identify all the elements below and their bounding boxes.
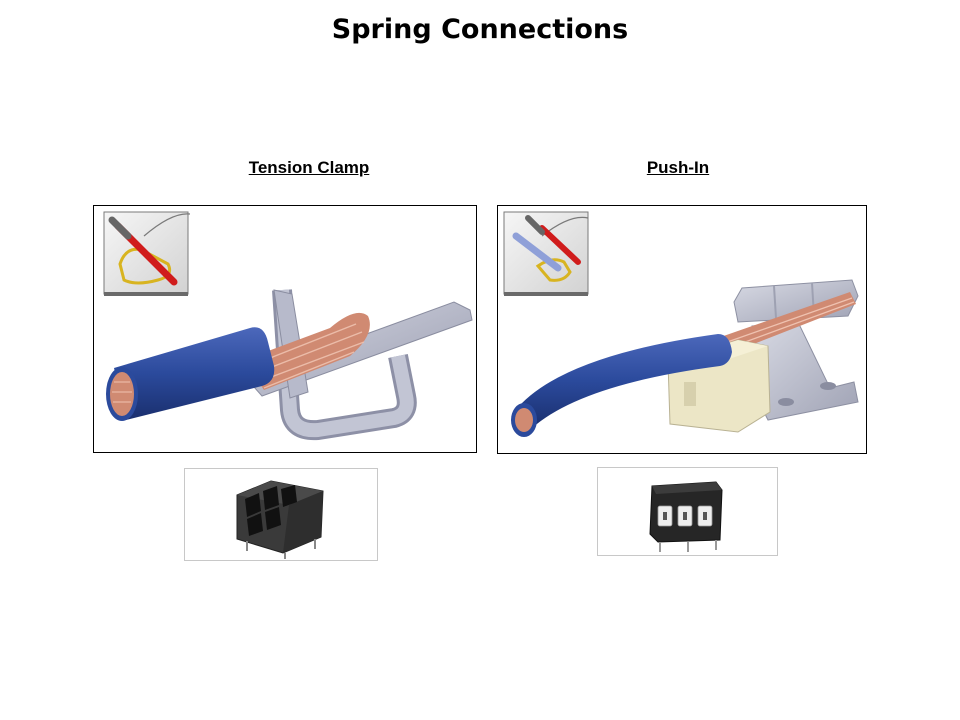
push-in-diagram: [497, 205, 867, 454]
tension-clamp-illustration: [103, 211, 473, 441]
push-in-heading: Push-In: [646, 158, 710, 177]
wire-end-strands: [110, 372, 134, 416]
tension-clamp-heading: Tension Clamp: [248, 158, 370, 177]
push-in-wire-end: [515, 408, 533, 432]
tension-clamp-diagram: [93, 205, 477, 453]
push-in-wire-insulation: [514, 334, 732, 428]
push-in-icon: [503, 211, 589, 296]
tension-clamp-icon: [103, 211, 191, 296]
tension-clamp-product-photo: [184, 468, 378, 561]
push-in-product-photo: [597, 467, 778, 556]
slide-title: Spring Connections: [331, 14, 629, 45]
tension-clamp-terminal-block: [236, 480, 324, 559]
push-in-terminal-block: [649, 481, 723, 552]
push-in-illustration: [503, 211, 859, 437]
wire-insulation: [114, 327, 275, 420]
copper-strands: [244, 312, 370, 390]
